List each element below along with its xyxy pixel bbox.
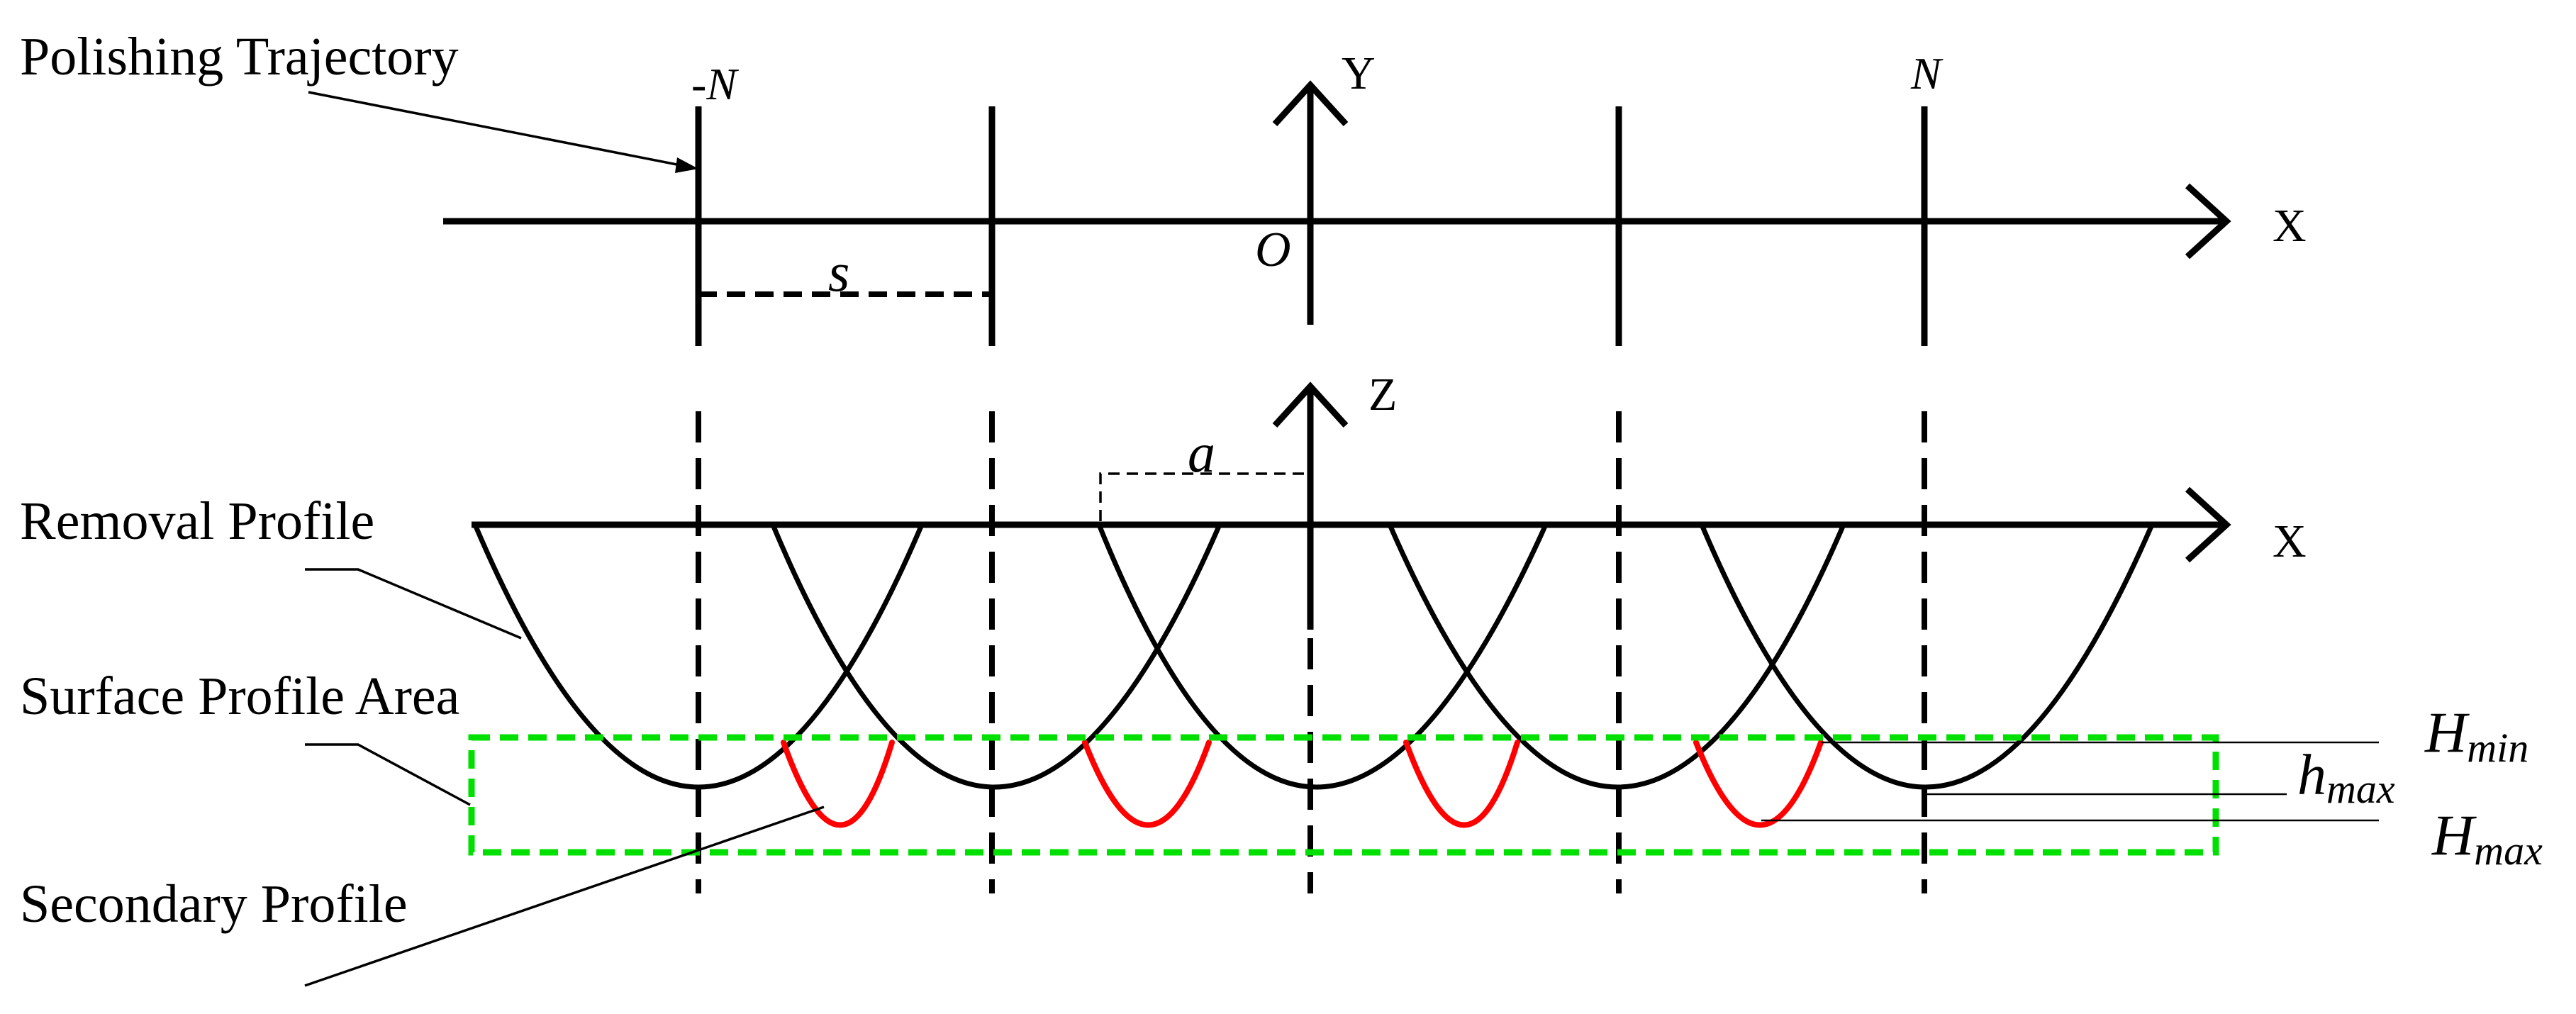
polishing-trajectory-leader — [308, 91, 692, 169]
secondary-curve-4 — [1693, 740, 1824, 828]
secondary-curve-1 — [781, 740, 895, 828]
h-max-small-main: h — [2297, 742, 2326, 807]
removal-profile-curves — [472, 523, 2155, 790]
h-max-main: H — [2431, 803, 2477, 867]
secondary-profile-label: Secondary Profile — [20, 874, 408, 934]
removal-curve-neg-n — [472, 523, 925, 790]
x-axis-top-label: X — [2273, 200, 2307, 252]
h-max-label: Hmax — [2431, 803, 2543, 874]
trajectory-lines — [695, 106, 1928, 346]
n-label: N — [1910, 48, 1944, 99]
z-axis-arrowhead — [1272, 381, 1349, 428]
secondary-curve-3 — [1403, 740, 1520, 828]
h-min-main: H — [2424, 700, 2470, 764]
secondary-curve-2 — [1082, 740, 1212, 828]
removal-profile-label: Removal Profile — [20, 491, 374, 551]
label-leaders — [304, 568, 825, 987]
removal-curve-center — [1096, 523, 1549, 790]
surface-profile-area-leader — [305, 743, 471, 806]
spacing-label: s — [828, 241, 849, 303]
secondary-profile-curves — [781, 740, 1824, 828]
secondary-profile-leader — [304, 806, 825, 987]
polishing-trajectory-leader-arrowhead — [675, 157, 698, 173]
origin-label: O — [1255, 223, 1291, 277]
y-axis-label: Y — [1342, 48, 1376, 99]
h-min-label: Hmin — [2424, 700, 2528, 771]
z-axis-label: Z — [1368, 369, 1397, 420]
half-width-label: a — [1188, 422, 1215, 484]
h-max-subscript: max — [2474, 828, 2543, 874]
h-max-small-subscript: max — [2326, 766, 2395, 812]
h-min-subscript: min — [2467, 725, 2528, 771]
half-width-dimension — [1099, 472, 1310, 521]
removal-profile-leader — [305, 568, 522, 640]
trajectory-axes — [443, 80, 2231, 325]
x-axis-bottom-label: X — [2273, 516, 2307, 567]
removal-curve-2 — [770, 523, 1222, 790]
h-max-small-label: hmax — [2297, 742, 2395, 812]
neg-n-label: -N — [691, 59, 739, 109]
removal-curve-4 — [1387, 523, 1846, 790]
y-axis-arrowhead — [1272, 80, 1349, 127]
removal-curve-n — [1699, 523, 2155, 790]
level-lines — [1761, 741, 2379, 822]
x-axis-bottom-arrowhead — [2185, 486, 2231, 563]
x-axis-top-arrowhead — [2185, 183, 2231, 260]
removal-axes — [472, 381, 2231, 630]
surface-profile-area-label: Surface Profile Area — [20, 667, 459, 726]
polishing-trajectory-label: Polishing Trajectory — [20, 27, 459, 87]
